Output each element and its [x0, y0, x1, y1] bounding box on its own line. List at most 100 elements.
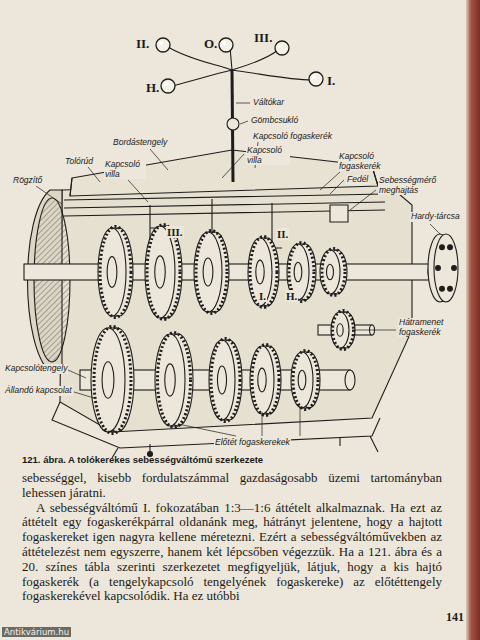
gear-teeth: [196, 231, 227, 314]
part-label: Kapcsoló fogaskerék: [252, 132, 333, 142]
shaft-end: [345, 370, 355, 390]
gear-label: II.: [276, 228, 289, 240]
part-label: Kapcsoló fogaskerék: [338, 152, 388, 171]
body-paragraph: A sebességváltómű I. fokozatában 1:3—1:6…: [22, 501, 442, 605]
leader-line: [330, 180, 344, 194]
disc-bolt: [440, 286, 445, 291]
gear-teeth: [100, 227, 131, 318]
part-label: Fedél: [346, 175, 369, 185]
part-label: Tolórúd: [64, 157, 94, 167]
knob-highlight: [164, 82, 168, 86]
gear-hub: [102, 362, 114, 398]
part-label: Váltókar: [252, 98, 285, 108]
gear-teeth: [250, 237, 277, 308]
leader-line: [262, 412, 263, 436]
gear-label: H.: [285, 290, 298, 302]
gear-teeth: [293, 351, 318, 410]
drawing-stroke: [272, 203, 282, 248]
gear-hub: [337, 324, 343, 337]
part-label: Állandó kapcsolat: [4, 386, 73, 396]
gear-position-label: O.: [204, 36, 217, 52]
watermark: Antikvárium.hu: [2, 627, 71, 637]
disc-bolt: [440, 245, 445, 250]
gear-hub: [165, 364, 176, 396]
leader-line: [350, 190, 376, 210]
part-label: Kapcsoló villa: [104, 160, 146, 179]
book-edge: [466, 0, 480, 640]
leader-line: [88, 167, 100, 182]
knob-highlight: [312, 75, 316, 79]
leader-line: [222, 154, 244, 178]
leader-line: [352, 330, 396, 331]
gear-teeth: [322, 249, 345, 296]
leader-line: [36, 186, 62, 204]
leader-line: [300, 406, 301, 436]
gear-face: [248, 238, 272, 306]
part-label: Hardy-tárcsa: [410, 212, 464, 222]
gear-hub: [294, 262, 302, 282]
gear-face: [98, 228, 126, 316]
leader-line: [68, 370, 86, 378]
drawing-stroke: [60, 182, 412, 432]
gear-face: [91, 328, 125, 432]
gear-position-label: H.: [146, 80, 159, 96]
part-label: Előtét fogaskerekek: [214, 438, 291, 448]
disc-bolt: [448, 286, 453, 291]
gear-teeth: [94, 327, 131, 434]
figure-caption: 121. ábra. A tolókerekes sebességváltómű…: [22, 454, 263, 465]
gear-teeth: [252, 345, 279, 416]
leader-line: [240, 121, 248, 124]
gear-teeth: [333, 311, 354, 350]
part-label: Bordástengely: [112, 138, 168, 148]
knob-highlight: [222, 41, 226, 45]
gear-face: [155, 334, 185, 426]
part-label: Kapcsoló villa: [246, 146, 290, 165]
part-label: Gömbcsukló: [250, 116, 299, 126]
leader-line: [150, 149, 168, 170]
part-label: Rögzítő: [12, 176, 43, 186]
disc-bolt: [452, 266, 457, 271]
gear-face: [194, 232, 222, 312]
gear-hub: [298, 370, 306, 390]
body-text: sebességgel, kisebb fordulatszámmal gazd…: [22, 471, 442, 604]
hardy-disc: [434, 234, 458, 302]
drawing-stroke: [172, 70, 312, 86]
part-label: Kapcsolótengely: [4, 364, 68, 374]
leader-line: [430, 224, 440, 234]
gear-face: [250, 346, 274, 414]
leader-line: [128, 180, 148, 202]
drawing-stroke: [330, 205, 348, 222]
disc-bolt: [436, 266, 441, 271]
gear-knob: [156, 38, 170, 52]
gear-hub: [327, 264, 334, 279]
gear-position-label: II.: [136, 36, 149, 52]
gear-position-label: I.: [327, 73, 335, 89]
knob-highlight: [278, 44, 282, 48]
page-number: 141: [446, 610, 464, 625]
leader-line: [236, 103, 250, 104]
gear-face: [209, 340, 235, 420]
drawing-stroke: [70, 150, 378, 196]
gear-knob: [275, 41, 289, 55]
leader-line: [74, 392, 94, 398]
gear-hub: [258, 368, 266, 392]
gear-knob: [219, 38, 233, 52]
gear-hub: [107, 257, 117, 288]
ball-joint: [227, 118, 239, 130]
gear-teeth: [211, 339, 240, 422]
body-paragraph: sebességgel, kisebb fordulatszámmal gazd…: [22, 471, 442, 501]
leader-line: [178, 424, 236, 436]
gear-position-label: III.: [254, 30, 272, 46]
gear-teeth: [147, 225, 180, 320]
gear-knob: [161, 79, 175, 93]
gear-hub: [256, 260, 264, 284]
disc-bolt: [448, 245, 453, 250]
part-label: Hátramenet fogaskerék: [398, 318, 462, 337]
part-label: Sebességmérő meghajtás: [378, 176, 440, 195]
gear-hub: [217, 366, 226, 394]
gear-hub: [155, 256, 166, 288]
gear-teeth: [158, 333, 191, 428]
gear-knob: [309, 72, 323, 86]
knob-highlight: [159, 41, 163, 45]
